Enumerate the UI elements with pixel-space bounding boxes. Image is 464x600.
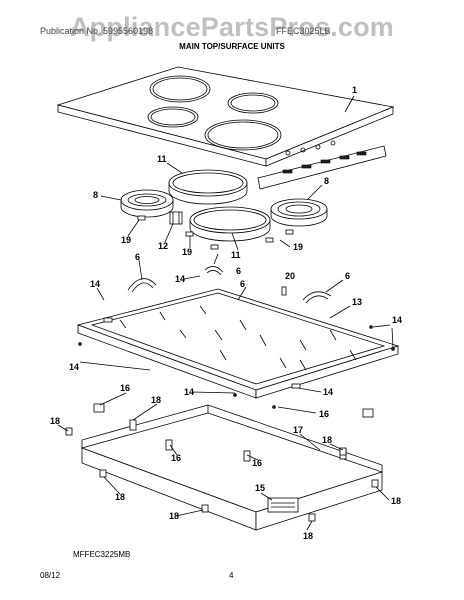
model-number: FFEC3025LB xyxy=(276,26,331,36)
surface-element-right xyxy=(270,198,328,227)
main-frame xyxy=(76,286,400,409)
callout-19-center: 19 xyxy=(182,247,192,257)
callout-18-e: 18 xyxy=(391,496,401,506)
callout-14-c: 14 xyxy=(392,315,402,325)
callout-6-b: 6 xyxy=(236,266,241,276)
callout-14-d: 14 xyxy=(69,362,79,372)
callout-17: 17 xyxy=(293,425,303,435)
diagram-code: MFFEC3225MB xyxy=(73,550,131,559)
surface-element-rear-left xyxy=(168,169,248,205)
callout-8-right: 8 xyxy=(324,176,329,186)
callout-15: 15 xyxy=(255,483,265,493)
callout-labels: 1 11 8 8 19 12 19 11 19 6 14 6 14 20 6 1… xyxy=(50,85,402,521)
callout-13: 13 xyxy=(352,297,362,307)
surface-element-left xyxy=(120,189,174,218)
control-strip xyxy=(257,145,387,190)
brackets xyxy=(127,253,344,304)
callout-16-c: 16 xyxy=(171,453,181,463)
page-number: 4 xyxy=(229,571,234,580)
callout-12: 12 xyxy=(158,241,168,251)
callout-6-d: 6 xyxy=(240,279,245,289)
callout-14-f: 14 xyxy=(323,387,333,397)
callout-14-e: 14 xyxy=(184,387,194,397)
callout-18-d: 18 xyxy=(115,492,125,502)
callout-16-a: 16 xyxy=(120,383,130,393)
callout-6-c: 6 xyxy=(345,271,350,281)
section-title: MAIN TOP/SURFACE UNITS xyxy=(179,42,285,51)
callout-18-g: 18 xyxy=(303,531,313,541)
terminal-block xyxy=(169,211,183,225)
lower-box xyxy=(65,403,384,531)
callout-18-c: 18 xyxy=(322,435,332,445)
callout-18-b: 18 xyxy=(50,416,60,426)
callout-19-right: 19 xyxy=(293,242,303,252)
footer-date: 08/12 xyxy=(40,571,61,580)
callout-18-a: 18 xyxy=(151,395,161,405)
surface-element-front xyxy=(189,206,271,242)
callout-20: 20 xyxy=(285,271,295,281)
callout-11-top: 11 xyxy=(157,154,167,164)
callout-18-f: 18 xyxy=(169,511,179,521)
callout-16-b: 16 xyxy=(319,409,329,419)
publication-number: Publication No. 5995560198 xyxy=(40,26,154,36)
callout-16-d: 16 xyxy=(252,458,262,468)
callout-14-a: 14 xyxy=(175,274,185,284)
callout-6-a: 6 xyxy=(135,252,140,262)
callout-11-bottom: 11 xyxy=(231,250,241,260)
callout-1: 1 xyxy=(352,85,357,95)
callout-8-left: 8 xyxy=(93,190,98,200)
watermark: AppliancePartsPros.com xyxy=(69,12,394,42)
callout-14-b: 14 xyxy=(90,279,100,289)
callout-19-left: 19 xyxy=(121,235,131,245)
glass-cooktop xyxy=(56,66,395,167)
leader-lines xyxy=(57,162,394,531)
element-clips xyxy=(137,215,294,250)
